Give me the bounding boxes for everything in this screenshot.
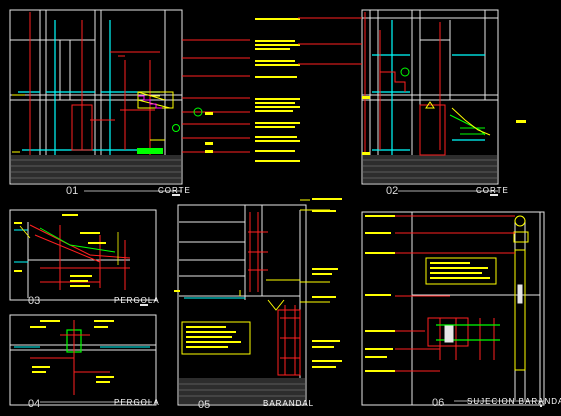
detail-01-drawing xyxy=(10,10,250,183)
detail-02-drawing xyxy=(298,10,526,183)
detail-03-drawing xyxy=(14,214,131,298)
detail-01-number: 01 xyxy=(66,185,79,197)
detail-05-drawing xyxy=(174,198,342,404)
detail-06-drawing xyxy=(365,212,541,405)
center-notes xyxy=(255,18,300,162)
frame-detail-05[interactable] xyxy=(177,204,307,406)
detail-01-title: CORTE xyxy=(158,186,191,195)
frame-detail-04[interactable] xyxy=(9,314,157,406)
title-rules xyxy=(28,190,544,404)
frame-detail-01[interactable] xyxy=(9,9,183,185)
detail-05-number: 05 xyxy=(198,399,211,411)
detail-06-title: SUJECION BARANDAL xyxy=(467,397,561,406)
frame-detail-06[interactable] xyxy=(361,211,545,406)
detail-04-title: PERGOLA xyxy=(114,398,160,407)
detail-02-title: CORTE xyxy=(476,186,509,195)
detail-03-number: 03 xyxy=(28,295,41,307)
detail-02-number: 02 xyxy=(386,185,399,197)
view-frames xyxy=(9,9,545,406)
detail-05-title: BARANDAL xyxy=(263,399,315,408)
detail-04-number: 04 xyxy=(28,398,41,410)
detail-06-number: 06 xyxy=(432,397,445,409)
detail-04-drawing xyxy=(10,320,156,395)
detail-03-title: PERGOLA xyxy=(114,296,160,305)
